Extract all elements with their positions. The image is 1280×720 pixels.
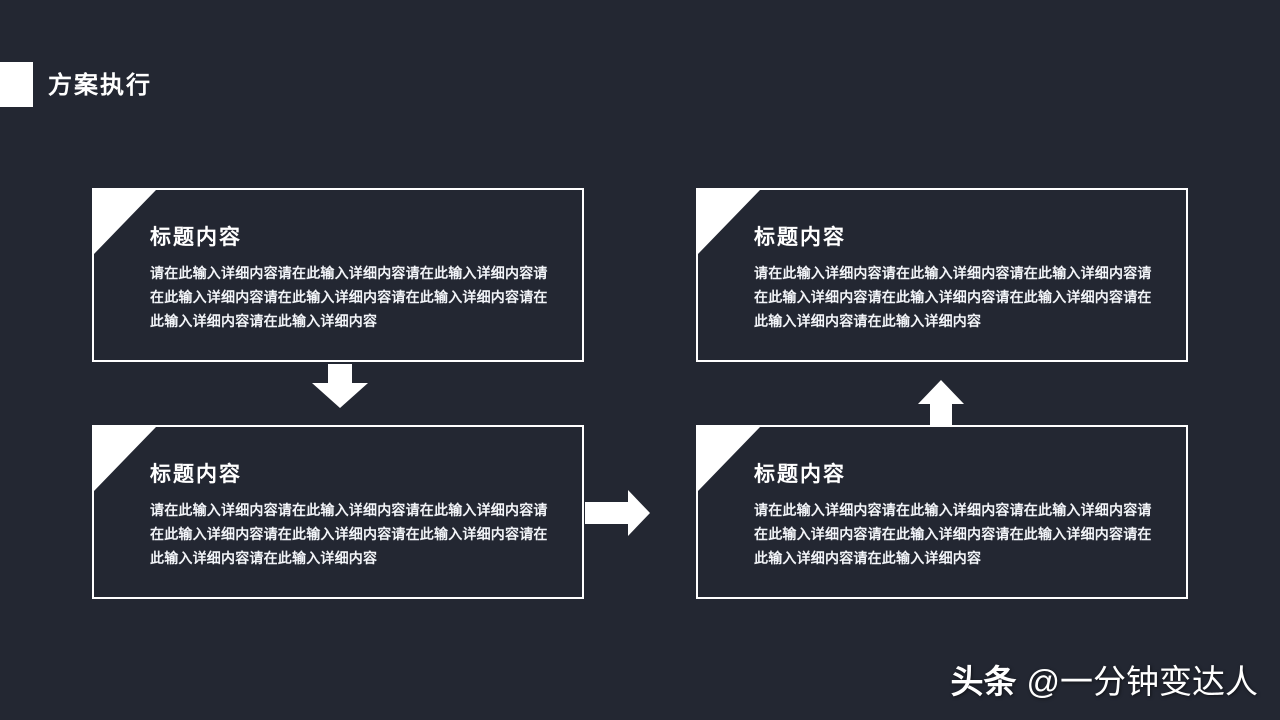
box-content: 标题内容 请在此输入详细内容请在此输入详细内容请在此输入详细内容请 在此输入详细… — [754, 463, 1156, 570]
corner-ribbon-icon — [698, 190, 760, 254]
box-title: 标题内容 — [754, 463, 846, 486]
box-title: 标题内容 — [150, 463, 242, 486]
body-line: 在此输入详细内容请在此输入详细内容请在此输入详细内容请在 — [754, 526, 1152, 542]
box-body: 请在此输入详细内容请在此输入详细内容请在此输入详细内容请 在此输入详细内容请在此… — [150, 498, 552, 570]
body-line: 请在此输入详细内容请在此输入详细内容请在此输入详细内容请 — [754, 265, 1152, 281]
body-line: 在此输入详细内容请在此输入详细内容请在此输入详细内容请在 — [150, 289, 548, 305]
content-box-bottom-right: 标题内容 请在此输入详细内容请在此输入详细内容请在此输入详细内容请 在此输入详细… — [696, 425, 1188, 599]
watermark: 头条@一分钟变达人 — [951, 662, 1259, 702]
body-line: 此输入详细内容请在此输入详细内容 — [754, 313, 982, 329]
arrow-up-icon — [918, 380, 964, 427]
body-line: 请在此输入详细内容请在此输入详细内容请在此输入详细内容请 — [150, 502, 548, 518]
watermark-handle: @一分钟变达人 — [1026, 663, 1259, 700]
page-title: 方案执行 — [48, 72, 152, 99]
corner-ribbon-icon — [94, 190, 156, 254]
box-title: 标题内容 — [754, 226, 846, 249]
arrow-right-icon — [585, 490, 650, 536]
body-line: 请在此输入详细内容请在此输入详细内容请在此输入详细内容请 — [150, 265, 548, 281]
box-body: 请在此输入详细内容请在此输入详细内容请在此输入详细内容请 在此输入详细内容请在此… — [754, 498, 1156, 570]
body-line: 此输入详细内容请在此输入详细内容 — [150, 313, 378, 329]
body-line: 此输入详细内容请在此输入详细内容 — [150, 550, 378, 566]
corner-ribbon-icon — [698, 427, 760, 491]
title-accent-square — [0, 62, 33, 107]
watermark-brand: 头条 — [950, 663, 1017, 700]
box-title: 标题内容 — [150, 226, 242, 249]
content-box-top-right: 标题内容 请在此输入详细内容请在此输入详细内容请在此输入详细内容请 在此输入详细… — [696, 188, 1188, 362]
body-line: 在此输入详细内容请在此输入详细内容请在此输入详细内容请在 — [150, 526, 548, 542]
corner-ribbon-icon — [94, 427, 156, 491]
box-content: 标题内容 请在此输入详细内容请在此输入详细内容请在此输入详细内容请 在此输入详细… — [150, 463, 552, 570]
box-body: 请在此输入详细内容请在此输入详细内容请在此输入详细内容请 在此输入详细内容请在此… — [754, 261, 1156, 333]
box-content: 标题内容 请在此输入详细内容请在此输入详细内容请在此输入详细内容请 在此输入详细… — [150, 226, 552, 333]
box-content: 标题内容 请在此输入详细内容请在此输入详细内容请在此输入详细内容请 在此输入详细… — [754, 226, 1156, 333]
arrow-down-icon — [312, 364, 368, 408]
body-line: 在此输入详细内容请在此输入详细内容请在此输入详细内容请在 — [754, 289, 1152, 305]
content-box-bottom-left: 标题内容 请在此输入详细内容请在此输入详细内容请在此输入详细内容请 在此输入详细… — [92, 425, 584, 599]
body-line: 请在此输入详细内容请在此输入详细内容请在此输入详细内容请 — [754, 502, 1152, 518]
content-box-top-left: 标题内容 请在此输入详细内容请在此输入详细内容请在此输入详细内容请 在此输入详细… — [92, 188, 584, 362]
box-body: 请在此输入详细内容请在此输入详细内容请在此输入详细内容请 在此输入详细内容请在此… — [150, 261, 552, 333]
body-line: 此输入详细内容请在此输入详细内容 — [754, 550, 982, 566]
